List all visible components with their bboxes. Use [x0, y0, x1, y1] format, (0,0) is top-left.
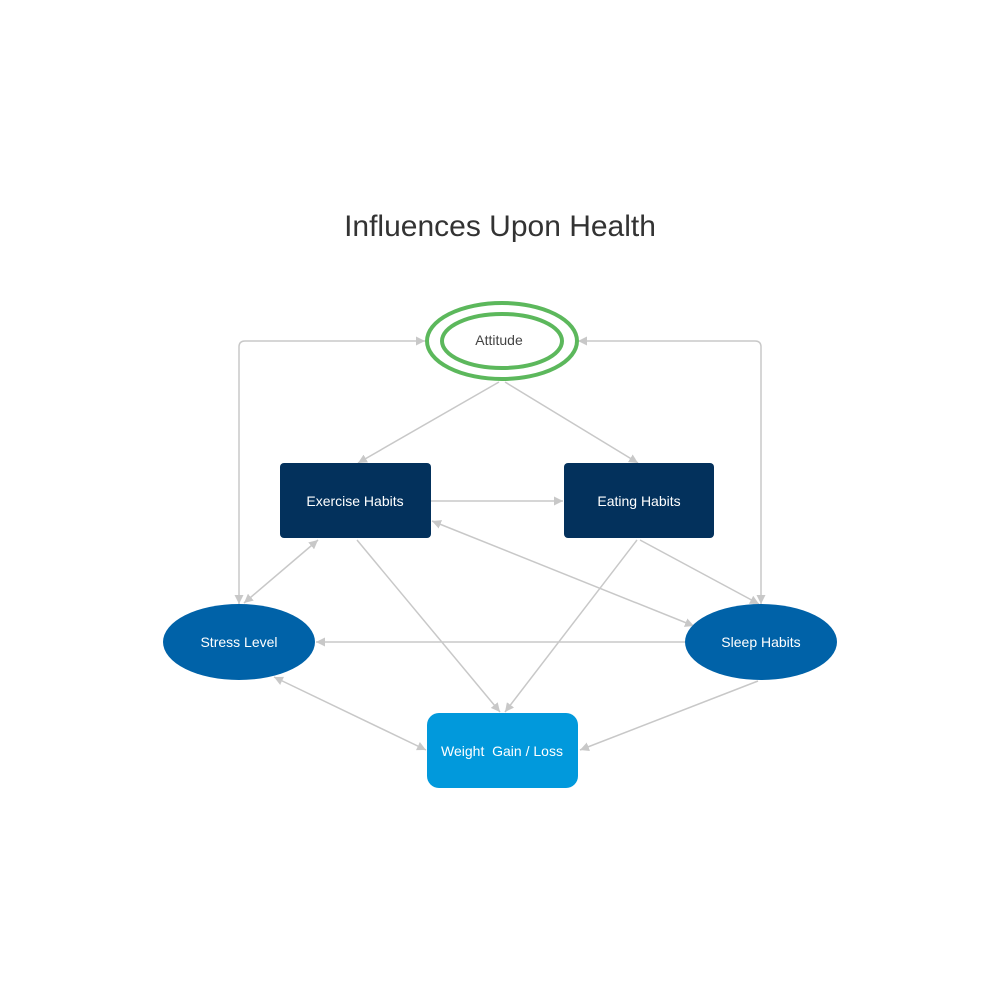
connector-stress-to-attitude — [234, 336, 425, 604]
connector-sleep-to-attitude — [578, 336, 766, 604]
connector-exercise-to-weight — [356, 539, 501, 713]
connector-eating-to-weight — [504, 539, 638, 713]
connector-attitude-to-eating — [504, 381, 639, 464]
exercise-habits-box — [280, 463, 431, 538]
weight-gain-loss-label: Weight Gain / Loss — [441, 743, 563, 759]
exercise-habits-label: Exercise Habits — [306, 493, 403, 509]
connector-exercise-to-stress — [243, 539, 319, 604]
stress-level-label: Stress Level — [200, 634, 277, 650]
connector-sleep-to-weight — [579, 680, 759, 751]
node-stress-level[interactable]: Stress Level — [163, 604, 315, 680]
attitude-inner-ring — [440, 312, 564, 370]
node-eating-habits[interactable]: Eating Habits — [564, 463, 714, 538]
diagram-title: Influences Upon Health — [344, 210, 656, 243]
connector-eating-to-sleep — [639, 539, 760, 605]
attitude-label: Attitude — [475, 332, 523, 348]
connector-attitude-to-exercise — [357, 381, 500, 464]
node-exercise-habits[interactable]: Exercise Habits — [280, 463, 431, 538]
connector-stress-to-weight — [273, 676, 427, 751]
stress-level-ellipse — [163, 604, 315, 680]
node-weight-gain-loss[interactable]: Weight Gain / Loss — [427, 713, 578, 788]
edges-layer — [234, 336, 766, 751]
node-sleep-habits[interactable]: Sleep Habits — [685, 604, 837, 680]
sleep-habits-ellipse — [685, 604, 837, 680]
eating-habits-label: Eating Habits — [597, 493, 680, 509]
sleep-habits-label: Sleep Habits — [721, 634, 800, 650]
connector-exercise-to-sleep — [431, 520, 695, 627]
node-attitude[interactable]: Attitude — [425, 301, 579, 381]
weight-gain-loss-box — [427, 713, 578, 788]
eating-habits-box — [564, 463, 714, 538]
